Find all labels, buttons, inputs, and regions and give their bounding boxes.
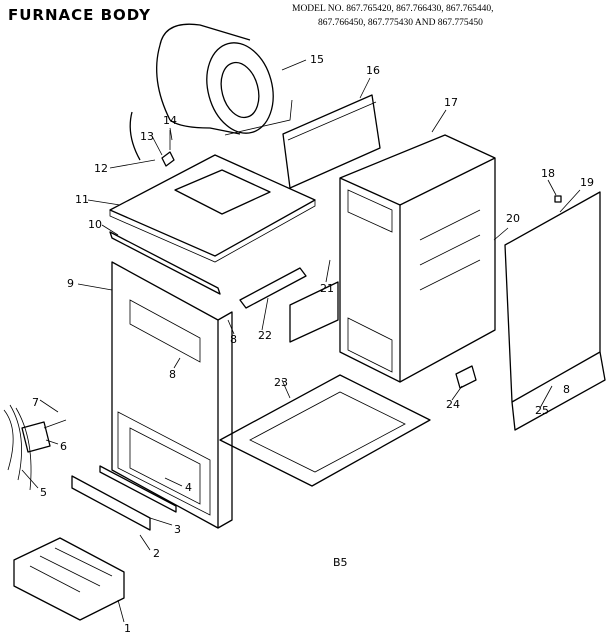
part-burner-manifold (239, 267, 339, 343)
callout-5: 5 (40, 486, 47, 499)
part-rail (109, 231, 221, 295)
model-numbers-line-2: 867.766450, 867.775430 AND 867.775450 (318, 18, 483, 28)
part-bottom-pan (219, 374, 431, 487)
page-title: FURNACE BODY (8, 6, 152, 24)
leader-lines (21, 59, 581, 623)
callout-labels: 1 2 3 4 5 6 7 8 8 8 9 10 11 12 13 14 15 … (32, 53, 594, 635)
callout-8b: 8 (169, 368, 176, 381)
callout-24: 24 (446, 398, 460, 411)
part-door-switch (129, 111, 175, 167)
part-vent-assembly (13, 537, 125, 621)
callout-23: 23 (274, 376, 288, 389)
callout-4: 4 (185, 481, 192, 494)
part-heat-exchanger (339, 134, 496, 383)
part-top-panel (109, 154, 316, 263)
part-cabinet (111, 261, 233, 529)
callout-19: 19 (580, 176, 594, 189)
model-numbers-line-1: MODEL NO. 867.765420, 867.766430, 867.76… (292, 4, 494, 14)
callout-16: 16 (366, 64, 380, 77)
callout-12: 12 (94, 162, 108, 175)
part-blower (156, 23, 293, 136)
callout-14: 14 (163, 114, 177, 127)
callout-25: 25 (535, 404, 549, 417)
callout-8a: 8 (230, 333, 237, 346)
callout-7: 7 (32, 396, 39, 409)
callout-3: 3 (174, 523, 181, 536)
figure-code: B5 (333, 556, 348, 569)
callout-10: 10 (88, 218, 102, 231)
callout-8c: 8 (563, 383, 570, 396)
part-small-components (455, 195, 562, 389)
callout-20: 20 (506, 212, 520, 225)
callout-21: 21 (320, 282, 334, 295)
callout-6: 6 (60, 440, 67, 453)
callout-13: 13 (140, 130, 154, 143)
part-bottom-channels (71, 465, 177, 531)
part-right-panel (504, 191, 606, 431)
callout-17: 17 (444, 96, 458, 109)
callout-1: 1 (124, 622, 131, 635)
part-filler-panel (282, 94, 381, 189)
part-wiring (3, 404, 67, 491)
callout-9: 9 (67, 277, 74, 290)
callout-15: 15 (310, 53, 324, 66)
callout-2: 2 (153, 547, 160, 560)
callout-18: 18 (541, 167, 555, 180)
callout-22: 22 (258, 329, 272, 342)
callout-11: 11 (75, 193, 89, 206)
